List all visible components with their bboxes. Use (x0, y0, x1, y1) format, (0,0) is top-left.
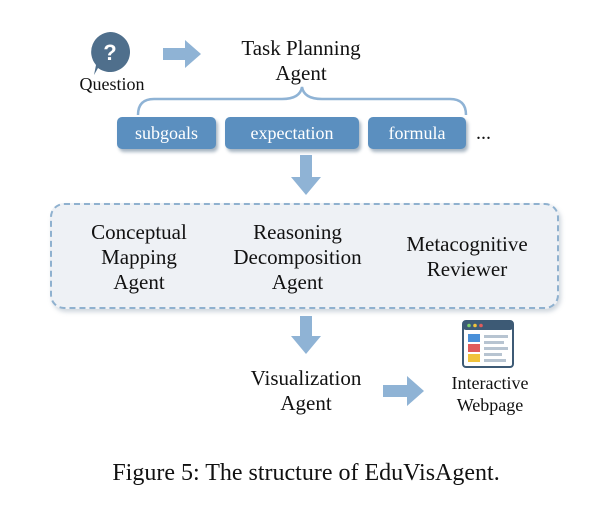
question-icon: ? (91, 32, 130, 75)
conceptual-line2: Mapping (101, 245, 177, 269)
svg-text:?: ? (103, 40, 116, 65)
reasoning-line3: Agent (271, 270, 324, 294)
webpage-icon (462, 320, 514, 368)
visualization-agent: Visualization Agent (226, 366, 386, 416)
interactive-webpage: Interactive Webpage (430, 372, 550, 416)
conceptual-line3: Agent (113, 270, 165, 294)
curly-brace (136, 86, 468, 116)
tags-more: ... (476, 122, 491, 144)
task-planning-agent-line2: Agent (275, 61, 327, 85)
metacognitive-line1: Metacognitive (406, 232, 528, 256)
conceptual-mapping-agent: Conceptual Mapping Agent (64, 220, 214, 295)
reasoning-line1: Reasoning (253, 220, 342, 244)
agents-group (50, 203, 559, 309)
webpage-line2: Webpage (456, 395, 524, 415)
conceptual-line1: Conceptual (91, 220, 187, 244)
webpage-line1: Interactive (451, 373, 529, 393)
task-planning-agent-line1: Task Planning (241, 36, 361, 60)
question-label: Question (79, 74, 145, 94)
arrow-down-icon (291, 316, 321, 354)
tag-expectation: expectation (225, 117, 359, 149)
arrow-down-icon (291, 155, 321, 195)
metacognitive-reviewer: Metacognitive Reviewer (386, 232, 548, 282)
reasoning-decomposition-agent: Reasoning Decomposition Agent (210, 220, 385, 295)
figure-caption: Figure 5: The structure of EduVisAgent. (112, 460, 500, 486)
task-planning-agent: Task Planning Agent (216, 36, 386, 86)
visualization-line2: Agent (280, 391, 332, 415)
tag-subgoals: subgoals (117, 117, 216, 149)
tag-formula: formula (368, 117, 466, 149)
metacognitive-line2: Reviewer (426, 257, 508, 281)
visualization-line1: Visualization (250, 366, 362, 390)
reasoning-line2: Decomposition (233, 245, 362, 269)
arrow-right-icon (163, 40, 201, 68)
arrow-right-icon (383, 376, 424, 406)
